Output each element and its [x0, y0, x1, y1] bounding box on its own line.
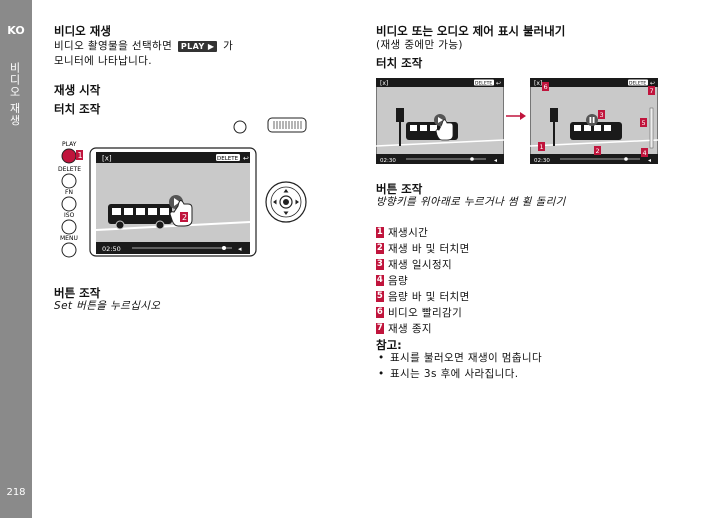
legend-item: 2 재생 바 및 터치면 [376, 240, 470, 256]
legend-item: 3 재생 일시정지 [376, 256, 470, 272]
top-dial-icon [233, 120, 247, 134]
screen-a-back-icon[interactable]: ↩ [496, 80, 501, 87]
legend-num: 6 [376, 306, 384, 318]
screen-b: [x] DELETE ↩ 02:30 ◂ 1 2 3 4 5 6 7 [530, 78, 658, 164]
screen-a-delete: DELETE [475, 81, 492, 87]
intro-text-after: 가 [223, 40, 234, 52]
btn-label-menu: MENU [60, 235, 78, 242]
btn-label-fn: FN [65, 189, 73, 196]
left-title: 비디오 재생 [54, 24, 111, 38]
screen-b-callout-6: 6 [544, 83, 548, 91]
notes-title: 참고: [376, 338, 402, 352]
legend-label: 음량 바 및 터치면 [388, 290, 470, 303]
btn-label-iso: ISO [64, 212, 75, 219]
screen-b-time: 02:30 [534, 158, 550, 164]
transition-arrow [506, 112, 526, 120]
callout-1: 1 [78, 151, 83, 160]
play-badge: PLAY ▶ [177, 41, 218, 52]
traffic-light-icon [396, 108, 404, 146]
screen-back-icon[interactable]: ↩ [243, 155, 249, 163]
section-label: 비디오 재생 [8, 62, 21, 127]
btn-label-play: PLAY [62, 141, 77, 148]
thumb-wheel-icon [267, 117, 307, 133]
intro-line-2: 모니터에 나타납니다. [54, 55, 153, 67]
pause-icon[interactable] [586, 114, 598, 126]
fn-button[interactable] [61, 196, 77, 212]
legend-item: 4 음량 [376, 272, 470, 288]
right-subtitle: (재생 중에만 가능) [376, 39, 463, 51]
notes-list: 표시를 불러오면 재생이 멈춥니다 표시는 3s 후에 사라집니다. [376, 350, 542, 382]
menu-button[interactable] [61, 242, 77, 258]
screen-b-title: [x] [534, 80, 542, 87]
right-button-title: 버튼 조작 [376, 182, 423, 196]
left-button-title: 버튼 조작 [54, 286, 101, 300]
screen-b-volume-icon[interactable]: ◂ [648, 157, 651, 164]
screen-time: 02:50 [102, 245, 121, 253]
note-item: 표시를 불러오면 재생이 멈춥니다 [376, 350, 542, 366]
sidebar: KO 비디오 재생 218 [0, 0, 32, 518]
right-title: 비디오 또는 오디오 제어 표시 불러내기 [376, 24, 566, 38]
screen-a-time: 02:30 [380, 158, 396, 164]
right-touch-title: 터치 조작 [376, 56, 423, 70]
left-button-desc: Set 버튼을 누르십시오 [54, 300, 161, 312]
callout-2-box [180, 212, 188, 222]
legend-label: 재생 종지 [388, 322, 432, 335]
legend-list: 1 재생시간 2 재생 바 및 터치면 3 재생 일시정지 4 음량 5 음량 바 및 터… [376, 224, 470, 336]
volume-bar[interactable] [649, 107, 654, 149]
note-item: 표시는 3s 후에 사라집니다. [376, 366, 542, 382]
legend-item: 1 재생시간 [376, 224, 470, 240]
delete-button[interactable] [61, 173, 77, 189]
legend-num: 5 [376, 290, 384, 302]
screen-a: [x] DELETE ↩ 02:30 ◂ [376, 78, 504, 164]
intro-text-before: 비디오 촬영물을 선택하면 [54, 40, 173, 52]
bus-icon [108, 204, 172, 230]
legend-num: 2 [376, 242, 384, 254]
camera-illustration: PLAY 1 DELETE FN ISO MENU [x] DELETE ↩ 0… [58, 117, 307, 258]
legend-label: 재생 바 및 터치면 [388, 242, 470, 255]
legend-label: 재생시간 [388, 226, 429, 239]
screen-a-volume-icon[interactable]: ◂ [494, 157, 497, 164]
right-button-desc: 방향키를 위아래로 누르거나 썸 휠 돌리기 [376, 196, 566, 208]
start-title: 재생 시작 [54, 83, 101, 97]
screen-b-callout-4: 4 [643, 149, 647, 157]
legend-label: 음량 [388, 274, 409, 287]
legend-num: 4 [376, 274, 384, 286]
language-tag: KO [7, 24, 25, 37]
screen-b-callout-2: 2 [596, 147, 600, 155]
screen-b-callout-1: 1 [540, 143, 544, 151]
screen-a-title: [x] [380, 80, 388, 87]
screen-delete-label: DELETE [217, 156, 239, 162]
screen-volume-icon[interactable]: ◂ [238, 245, 242, 253]
screen-b-callout-5: 5 [642, 119, 646, 127]
screen-b-back-icon[interactable]: ↩ [650, 80, 655, 87]
screen-b-delete: DELETE [629, 81, 646, 87]
btn-label-delete: DELETE [58, 166, 81, 173]
legend-item: 7 재생 종지 [376, 320, 470, 336]
screen-b-callout-7: 7 [650, 87, 654, 95]
legend-label: 재생 일시정지 [388, 258, 453, 271]
bus-icon-b [570, 122, 622, 140]
screen-b-callout-3: 3 [600, 111, 604, 119]
left-touch-title: 터치 조작 [54, 102, 101, 116]
play-button[interactable] [61, 148, 77, 164]
page-number: 218 [6, 487, 26, 498]
screen-a-hand-icon [435, 119, 454, 141]
legend-label: 비디오 빨리감기 [388, 306, 463, 319]
screen-title: [x] [102, 155, 112, 163]
legend-item: 5 음량 바 및 터치면 [376, 288, 470, 304]
legend-item: 6 비디오 빨리감기 [376, 304, 470, 320]
callout-1-box [76, 150, 83, 160]
callout-2: 2 [182, 213, 187, 222]
legend-num: 3 [376, 258, 384, 270]
legend-num: 1 [376, 226, 384, 238]
iso-button[interactable] [61, 219, 77, 235]
legend-num: 7 [376, 322, 384, 334]
intro-line-1: 비디오 촬영물을 선택하면 PLAY ▶ 가 [54, 38, 233, 54]
